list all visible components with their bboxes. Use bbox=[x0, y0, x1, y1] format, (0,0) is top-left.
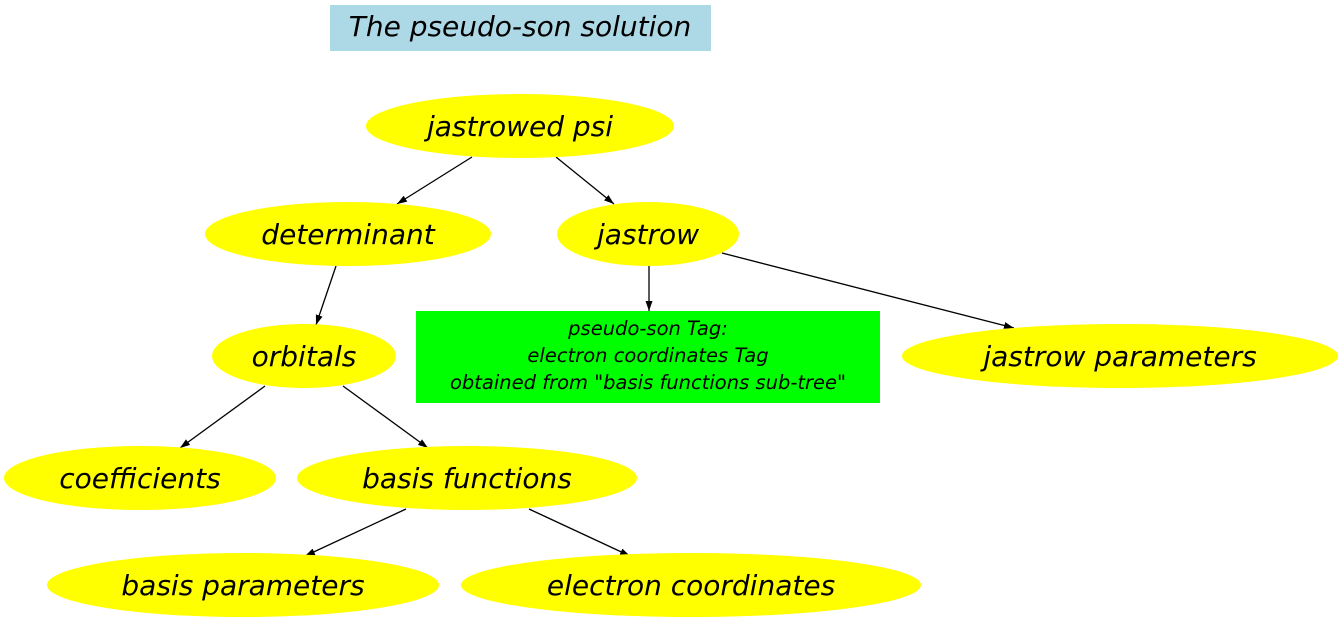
diagram-title: The pseudo-son solution bbox=[330, 5, 711, 51]
edges bbox=[179, 156, 1015, 557]
node-label: jastrow parameters bbox=[979, 340, 1256, 373]
edge-basis-functions-to-basis-parameters bbox=[304, 508, 407, 557]
node-basis-functions: basis functions bbox=[297, 446, 637, 510]
node-shape bbox=[47, 553, 439, 617]
note-line-1: pseudo-son Tag: bbox=[567, 317, 728, 340]
note-line-3: obtained from "basis functions sub-tree" bbox=[450, 371, 846, 394]
edge-orbitals-to-coefficients bbox=[179, 385, 266, 449]
node-label: orbitals bbox=[252, 340, 357, 373]
node-orbitals: orbitals bbox=[212, 324, 396, 388]
node-jastrow-parameters: jastrow parameters bbox=[902, 324, 1338, 388]
node-shape bbox=[366, 94, 674, 158]
node-shape bbox=[205, 202, 491, 266]
edge-jastrow-to-jastrow-parameters bbox=[721, 252, 1015, 329]
node-shape bbox=[4, 446, 276, 510]
node-coefficients: coefficients bbox=[4, 446, 276, 510]
note-line-2: electron coordinates Tag bbox=[527, 344, 768, 367]
edge-jastrowed-psi-to-determinant bbox=[396, 156, 473, 205]
node-label: determinant bbox=[261, 218, 435, 251]
node-shape bbox=[461, 553, 921, 617]
node-determinant: determinant bbox=[205, 202, 491, 266]
node-label: electron coordinates bbox=[547, 569, 835, 602]
note-shape bbox=[416, 311, 880, 403]
node-jastrow: jastrow bbox=[557, 202, 739, 266]
node-shape bbox=[557, 202, 739, 266]
edge-orbitals-to-basis-functions bbox=[342, 385, 429, 449]
node-electron-coordinates: electron coordinates bbox=[461, 553, 921, 617]
title-background bbox=[330, 5, 711, 51]
node-label: basis functions bbox=[362, 462, 572, 495]
node-label: basis parameters bbox=[121, 569, 364, 602]
edge-determinant-to-orbitals bbox=[315, 265, 337, 326]
edge-jastrowed-psi-to-jastrow bbox=[555, 156, 615, 205]
node-label: coefficients bbox=[59, 462, 220, 495]
node-label: jastrow bbox=[593, 218, 699, 251]
title-text: The pseudo-son solution bbox=[349, 10, 692, 43]
node-shape bbox=[297, 446, 637, 510]
node-shape bbox=[212, 324, 396, 388]
node-jastrowed-psi: jastrowed psi bbox=[366, 94, 674, 158]
node-basis-parameters: basis parameters bbox=[47, 553, 439, 617]
edge-basis-functions-to-electron-coordinates bbox=[528, 508, 631, 557]
note-pseudo-son-tag: pseudo-son Tag: electron coordinates Tag… bbox=[416, 311, 880, 403]
node-shape bbox=[902, 324, 1338, 388]
node-label: jastrowed psi bbox=[423, 110, 613, 143]
